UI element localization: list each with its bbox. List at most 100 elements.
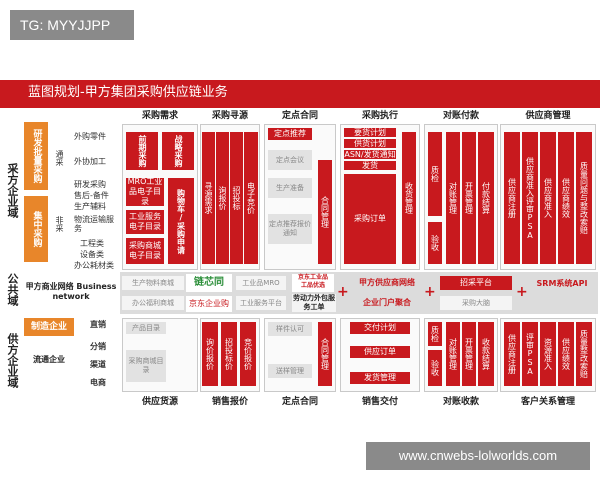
srm-api-label: SRM系统API (536, 279, 588, 288)
brand-lianxintong: 链芯同 (186, 274, 232, 292)
designation-notice-box: 定点推荐报价通知 (268, 214, 312, 244)
labor-outsourcing-box: 劳动力外包服务工单 (292, 294, 336, 312)
header-contract: 定点合同 (281, 111, 318, 121)
accept-bar: 验收 (428, 222, 442, 264)
supply-order-box: 供应订单 (350, 346, 410, 358)
procurement-domain-label: 采方企业域 (6, 162, 19, 218)
service-platform-box: 工业服务平台 (236, 296, 286, 310)
strategic-procure-box: 战略采购 (162, 132, 194, 170)
portal-aggregation-label: 企业门户聚合 (363, 298, 411, 307)
auction-bar: 电子竞价 (244, 132, 258, 264)
mro2-box: 工业品MRO (236, 276, 286, 290)
sales-ecom: 电商 (90, 378, 106, 387)
sup-reconcile-bar: 对账管理 (446, 322, 460, 386)
quote-inquiry-bar: 询价报价 (202, 322, 218, 386)
brand-jd-industrial-text: 京东工业品 (297, 274, 328, 281)
reconcile-bar: 对账管理 (446, 132, 460, 264)
sourcing-demand-bar: 寻源需求 (202, 132, 215, 264)
crm-claim-bar: 质量整改索赔 (576, 322, 592, 386)
mro-mall-box: 生产物料商城 (122, 276, 184, 290)
recruit-platform-box: 招采平台 (440, 276, 512, 290)
pay-bar: 付款结算 (478, 132, 494, 264)
sup-invoice-bar: 开票管理 (462, 322, 476, 386)
sales-direct: 直销 (90, 320, 106, 329)
brand-jd-industrial: 京东工业品工品优选 (292, 274, 334, 292)
supplier-perf-bar: 供应商绩效 (558, 132, 574, 264)
crm-psa-bar: 评审PSA (522, 322, 538, 386)
demand-plan-box: 要货计划 (344, 128, 396, 137)
procure-brain-box: 采购大脑 (440, 296, 512, 310)
invoice-bar: 开票管理 (462, 132, 476, 264)
office-mall-box: 办公福利商城 (122, 296, 184, 310)
sup-accept-bar: 验收 (428, 350, 442, 386)
crm-access-bar: 资源准入 (540, 322, 556, 386)
header-purchase-demand: 采购需求 (141, 111, 178, 121)
footer-crm: 客户关系管理 (520, 397, 575, 407)
designation-rec-box: 定点推荐 (268, 128, 312, 140)
tg-tag: TG: MYYJJPP (10, 10, 134, 40)
footer-collect: 对账收款 (442, 397, 479, 407)
deliver-plan-box: 交付计划 (350, 322, 410, 334)
designation-meeting-box: 定点会议 (268, 150, 312, 170)
dev-procurement-badge: 研发批量采购 (24, 122, 48, 190)
quote-bid-bar: 招投标价 (221, 322, 237, 386)
left-item-engineering: 工程类 (80, 239, 104, 248)
sales-channel: 渠道 (90, 360, 106, 369)
mfg-enterprise-badge: 制造企业 (24, 318, 74, 336)
left-item-equipment: 设备类 (80, 250, 104, 259)
inquiry-bar: 询报价 (216, 132, 229, 264)
general-purchase-label: 通采 (55, 150, 64, 166)
plus-icon-2: + (424, 284, 436, 300)
page-title: 蓝图规划-甲方集团采购供应链业务 (0, 80, 600, 106)
supplier-psa-bar: 供应商准入评审PSA (522, 132, 538, 264)
header-sourcing: 采购寻源 (211, 111, 248, 121)
po-box: 采购订单 (344, 174, 396, 264)
left-item-outsourced-parts: 外购零件 (74, 132, 106, 141)
watermark-banner: www.cnwebs-lolworlds.com (366, 442, 590, 470)
supplier-domain-label: 供方企业域 (6, 332, 19, 388)
bid-bar: 招投标 (230, 132, 243, 264)
brand-jd-enterprise: 京东企业购 (186, 296, 232, 312)
brand-jd-industrial-sub: 工品优选 (300, 282, 325, 289)
non-purchase-label: 非采 (55, 216, 64, 232)
quote-auction-bar: 竞价报价 (240, 322, 256, 386)
ship-mgmt-box: 发货管理 (350, 372, 410, 384)
diagram-frame (0, 106, 600, 414)
header-payment: 对账付款 (442, 111, 479, 121)
left-item-office: 办公耗材类 (74, 261, 114, 270)
circulation-enterprise-label: 流通企业 (33, 355, 65, 364)
prev-procure-box: 前期采购 (126, 132, 158, 170)
business-network-label: 甲方商业网络 Business network (25, 282, 117, 301)
left-item-aux: 生产辅料 (74, 202, 106, 211)
ship-box: 发货 (344, 161, 396, 170)
crm-register-bar: 供应商注册 (504, 322, 520, 386)
supplier-access-bar: 供应商准入 (540, 132, 556, 264)
header-supplier-mgmt: 供应商管理 (525, 111, 571, 121)
left-item-logistics: 物流运输服务 (74, 215, 114, 233)
sample-approve-box: 样件认可 (268, 322, 312, 336)
footer-supply-source: 供应货源 (141, 397, 178, 407)
supply-plan-box: 供货计划 (344, 139, 396, 148)
plus-icon-3: + (516, 284, 528, 300)
sales-distribution: 分销 (90, 342, 106, 351)
public-domain-label: 公共域 (6, 272, 19, 306)
group-procurement-badge: 集中采购 (24, 196, 48, 262)
production-ready-box: 生产准备 (268, 178, 312, 198)
left-item-outsourced-process: 外协加工 (74, 157, 106, 166)
sup-collect-bar: 收款结算 (478, 322, 494, 386)
sup-contract-bar: 合同管理 (318, 322, 332, 386)
header-execution: 采购执行 (361, 111, 398, 121)
shopping-cart-box: 购物车/采购申请 (168, 178, 194, 264)
supplier-register-bar: 供应商注册 (504, 132, 520, 264)
footer-sales-deliver: 销售交付 (361, 397, 398, 407)
plus-icon-1: + (337, 284, 349, 300)
asn-box: ASN/发货通知 (344, 149, 396, 159)
industrial-catalog-box: 工业服务电子目录 (126, 210, 164, 234)
quality-bar: 质检 (428, 132, 442, 216)
supplier-portal-label: 甲方供应商网络 (359, 278, 415, 287)
footer-contract: 定点合同 (281, 397, 318, 407)
sup-qc-bar: 质检 (428, 322, 442, 346)
left-item-rd: 研发采购 (74, 180, 106, 189)
crm-perf-bar: 供应绩效 (558, 322, 574, 386)
mall-catalog-box: 采购商城电子目录 (126, 238, 164, 264)
